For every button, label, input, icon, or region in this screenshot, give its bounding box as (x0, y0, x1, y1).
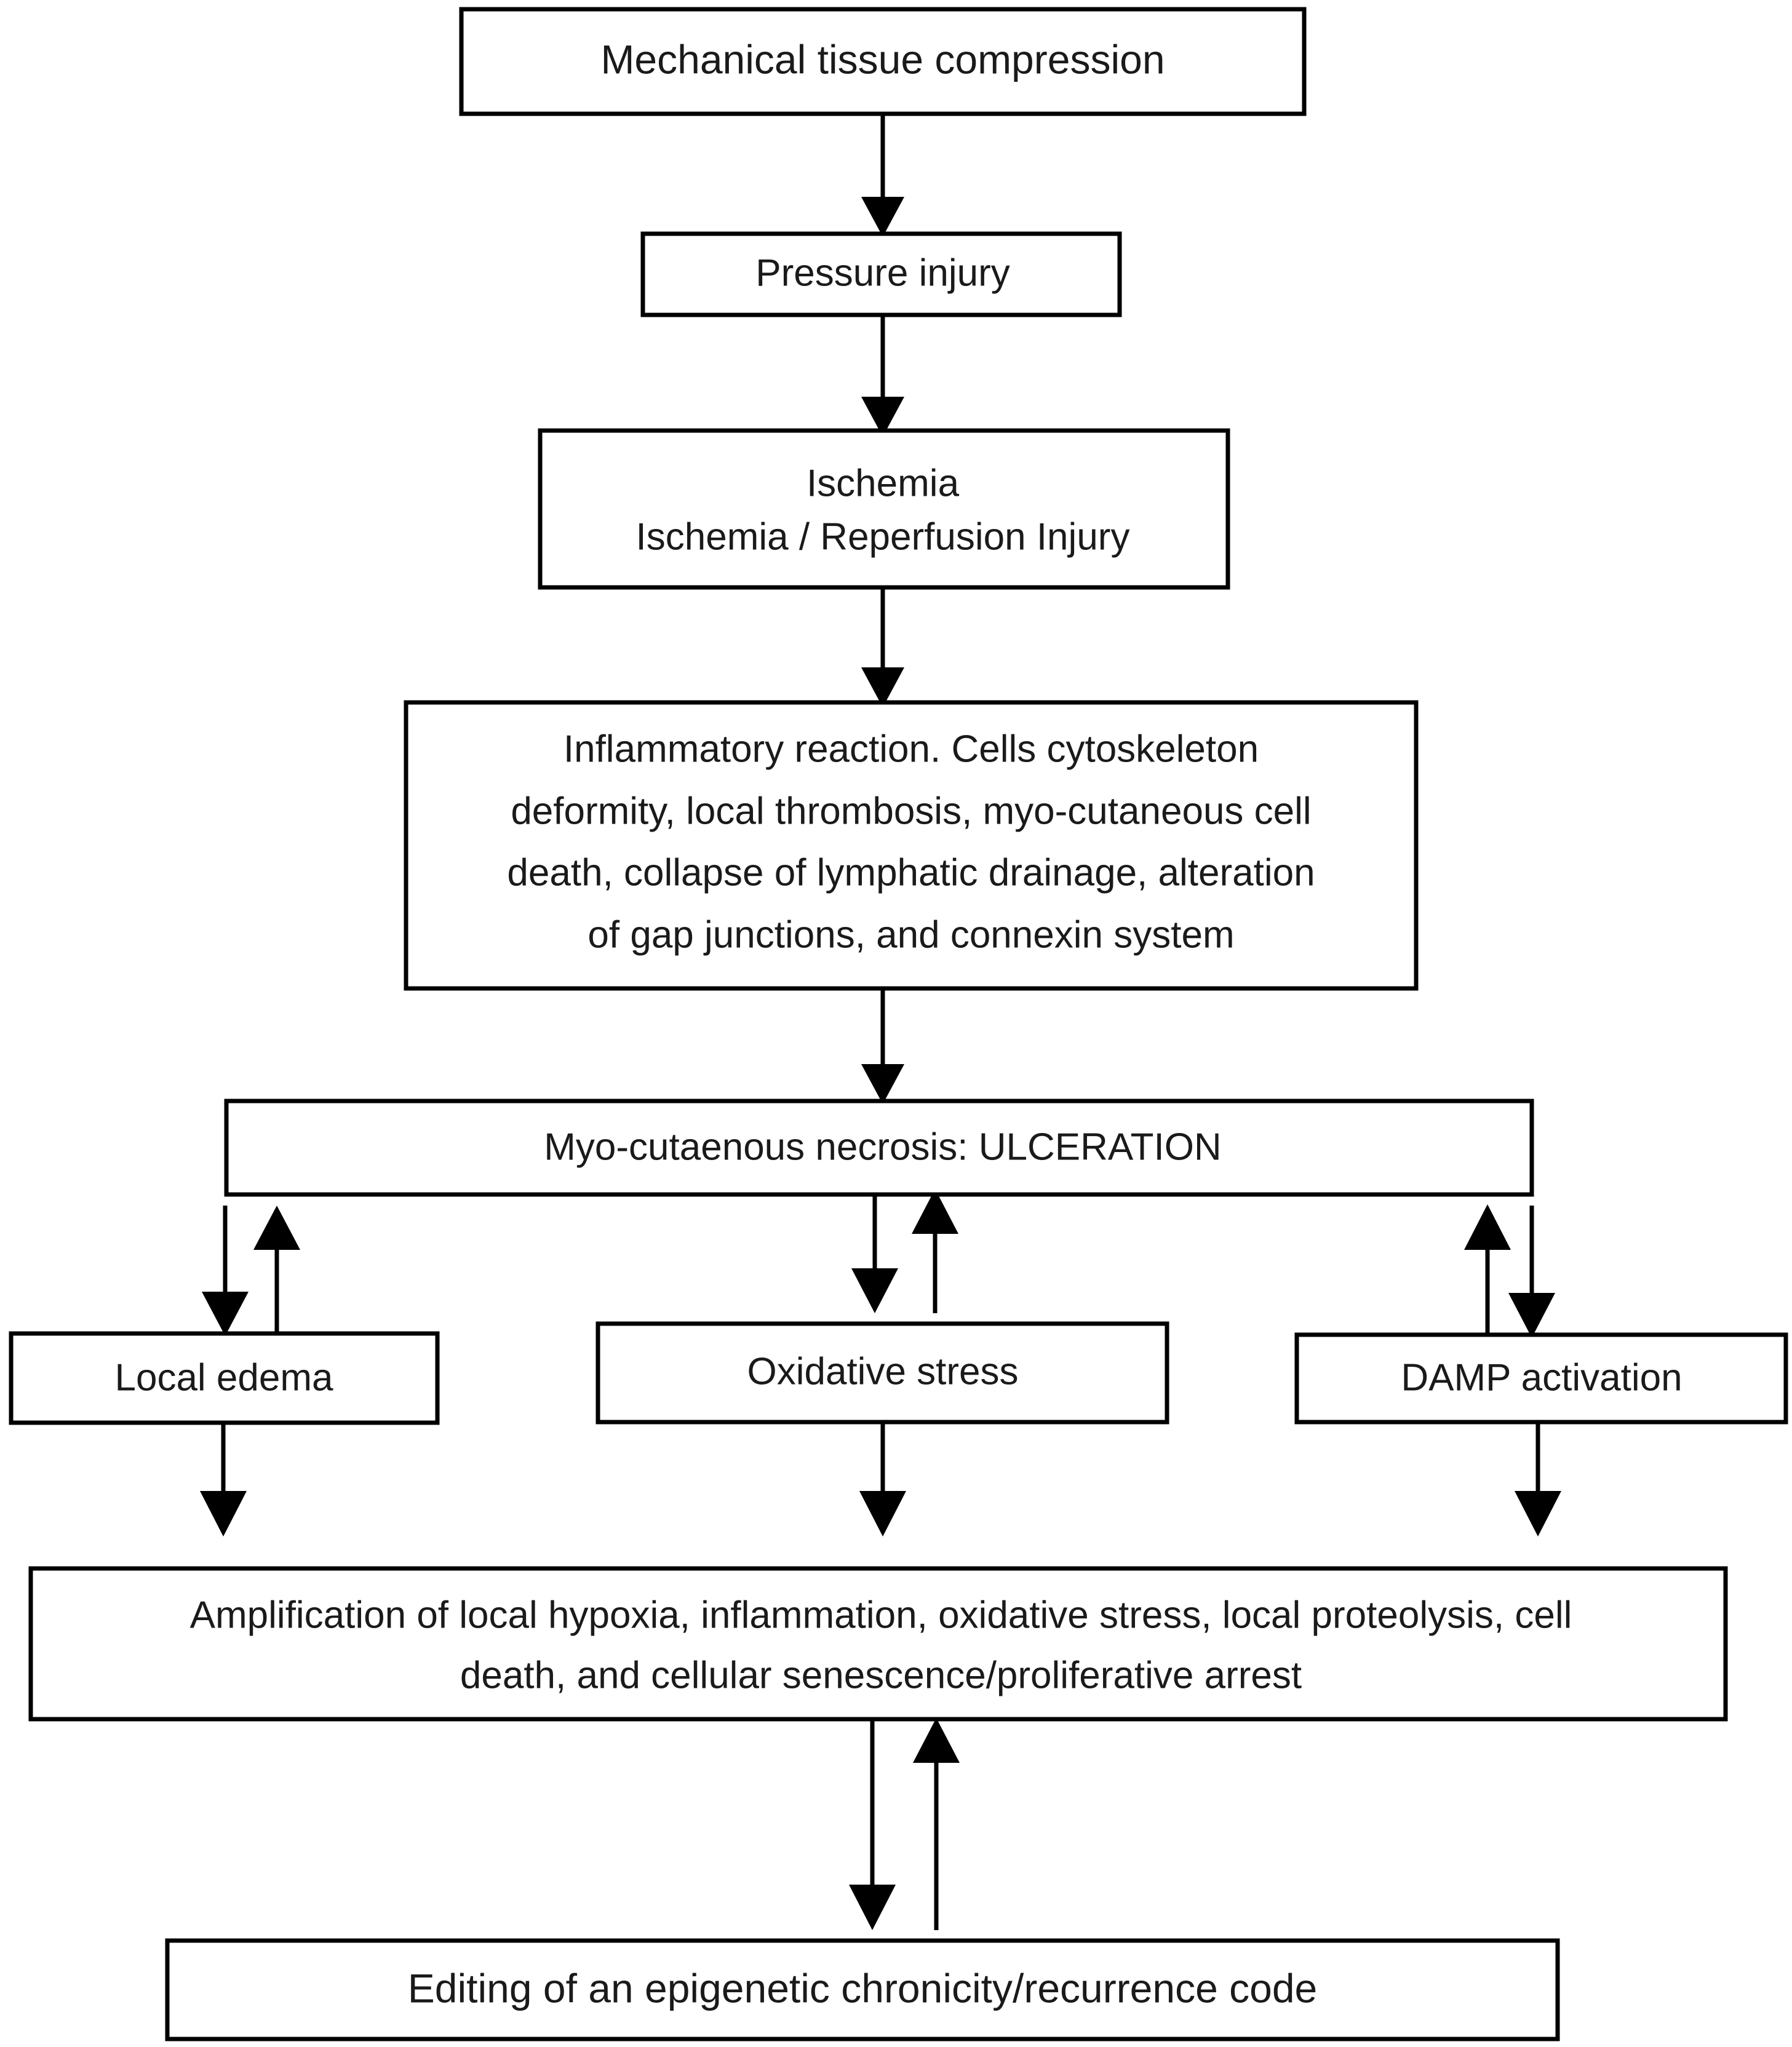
node-label-ulceration: Myo-cutaenous necrosis: ULCERATION (544, 1126, 1221, 1168)
edge-ulceration-to-local-edema (202, 1206, 249, 1336)
node-label-local-edema: Local edema (114, 1356, 333, 1399)
edge-injury-to-ischemia (861, 315, 904, 437)
node-box-amplification[interactable] (28, 1566, 1728, 1722)
edge-compression-to-injury (861, 114, 904, 237)
node-ulceration[interactable]: Myo-cutaenous necrosis: ULCERATION (224, 1099, 1534, 1197)
node-box-mechanical-tissue-compression[interactable] (459, 7, 1307, 116)
node-ischemia[interactable]: Ischemia Ischemia / Reperfusion Injury (538, 428, 1230, 590)
node-label-amplification-line-2: death, and cellular senescence/prolifera… (460, 1654, 1302, 1696)
node-amplification[interactable]: Amplification of local hypoxia, inflamma… (28, 1566, 1728, 1722)
node-box-local-edema[interactable] (9, 1331, 440, 1425)
node-label-ischemia-line-2: Ischemia / Reperfusion Injury (636, 515, 1130, 558)
node-label-amplification-line-1: Amplification of local hypoxia, inflamma… (190, 1594, 1572, 1636)
edge-epigenetic-to-amplification (913, 1718, 960, 1930)
node-label-inflammatory-reaction-line-3: death, collapse of lymphatic drainage, a… (507, 851, 1315, 894)
node-label-mechanical-tissue-compression: Mechanical tissue compression (600, 36, 1165, 82)
edge-local-edema-to-ulceration (253, 1206, 300, 1336)
edge-ischemia-to-inflammatory (861, 587, 904, 707)
node-box-oxidative-stress[interactable] (595, 1321, 1169, 1425)
edge-damp-activation-to-ulceration (1464, 1204, 1511, 1338)
node-label-ischemia-line-1: Ischemia (806, 462, 960, 504)
edge-damp-activation-to-amplification (1515, 1422, 1561, 1536)
node-oxidative-stress[interactable]: Oxidative stress (595, 1321, 1169, 1425)
node-local-edema[interactable]: Local edema (9, 1331, 440, 1425)
node-label-pressure-injury: Pressure injury (755, 252, 1009, 294)
edge-oxidative-stress-to-amplification (859, 1422, 906, 1536)
edge-local-edema-to-amplification (200, 1422, 247, 1536)
node-label-inflammatory-reaction-line-4: of gap junctions, and connexin system (587, 913, 1234, 956)
node-label-inflammatory-reaction-line-1: Inflammatory reaction. Cells cytoskeleto… (563, 728, 1259, 770)
node-pressure-injury[interactable]: Pressure injury (640, 231, 1122, 317)
node-box-epigenetic-code[interactable] (165, 1938, 1560, 2041)
node-box-ischemia[interactable] (538, 428, 1230, 590)
node-inflammatory-reaction[interactable]: Inflammatory reaction. Cells cytoskeleto… (404, 700, 1419, 991)
node-label-epigenetic-code: Editing of an epigenetic chronicity/recu… (408, 1965, 1318, 2011)
node-label-inflammatory-reaction-line-2: deformity, local thrombosis, myo-cutaneo… (511, 790, 1311, 832)
node-box-pressure-injury[interactable] (640, 231, 1122, 317)
node-label-oxidative-stress: Oxidative stress (747, 1350, 1018, 1393)
edge-oxidative-stress-to-ulceration (912, 1189, 958, 1313)
node-label-damp-activation: DAMP activation (1401, 1356, 1682, 1399)
edge-inflammatory-to-ulceration (861, 990, 904, 1104)
node-box-ulceration[interactable] (224, 1099, 1534, 1197)
edge-amplification-to-epigenetic (849, 1719, 896, 1930)
node-box-inflammatory-reaction[interactable] (404, 700, 1419, 991)
node-epigenetic-code[interactable]: Editing of an epigenetic chronicity/recu… (165, 1938, 1560, 2041)
node-mechanical-tissue-compression[interactable]: Mechanical tissue compression (459, 7, 1307, 116)
node-damp-activation[interactable]: DAMP activation (1294, 1332, 1788, 1425)
edge-ulceration-to-damp-activation (1508, 1206, 1555, 1338)
edge-ulceration-to-oxidative-stress (851, 1190, 898, 1313)
node-box-damp-activation[interactable] (1294, 1332, 1788, 1425)
